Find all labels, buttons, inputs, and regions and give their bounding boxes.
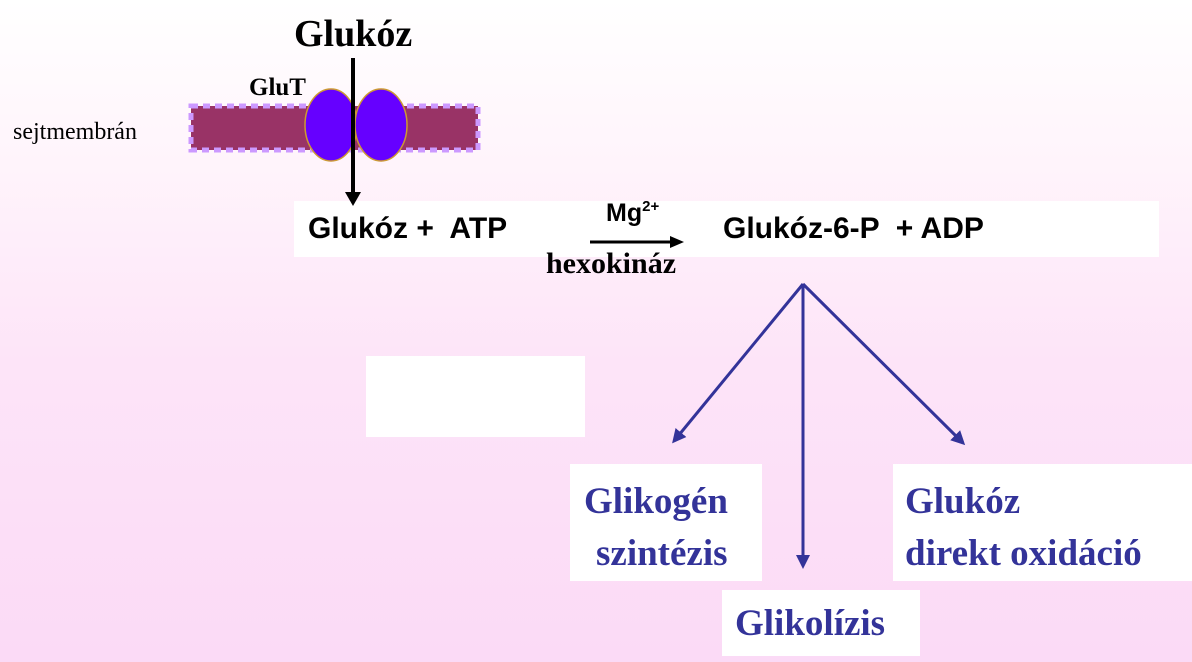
glut-label: GluT (249, 74, 306, 101)
glut-transporter-left (304, 88, 358, 162)
top-glucose-label: Glukóz (294, 13, 413, 55)
glycogen-panel (570, 464, 762, 581)
oxidation-line1: Glukóz (905, 481, 1021, 522)
glycogen-synthesis-line1: Glikogén (584, 481, 728, 522)
arrow-to-oxidation (801, 282, 966, 446)
enzyme-label: hexokináz (546, 247, 677, 280)
cofactor-base: Mg (606, 199, 643, 227)
reaction-left: Glukóz + ATP (308, 212, 508, 245)
glycogen-synthesis-line2: szintézis (596, 533, 728, 574)
glycolysis-label: Glikolízis (735, 603, 886, 644)
arrow-to-glycogen (672, 283, 805, 444)
glut-transporter-right (354, 88, 408, 162)
reaction-panel (294, 201, 1159, 257)
oxidation-panel (893, 464, 1192, 581)
glycolysis-panel (722, 590, 920, 656)
membrane-label: sejtmembrán (13, 119, 137, 145)
cofactor-label: Mg2+ (606, 199, 659, 226)
reaction-arrowhead (670, 236, 684, 248)
glucose-uptake-arrowhead (345, 192, 361, 206)
reaction-right: Glukóz-6-P + ADP (723, 212, 984, 245)
oxidation-line2: direkt oxidáció (905, 533, 1142, 574)
blank-panel (366, 356, 585, 437)
cofactor-charge: 2+ (642, 198, 660, 215)
